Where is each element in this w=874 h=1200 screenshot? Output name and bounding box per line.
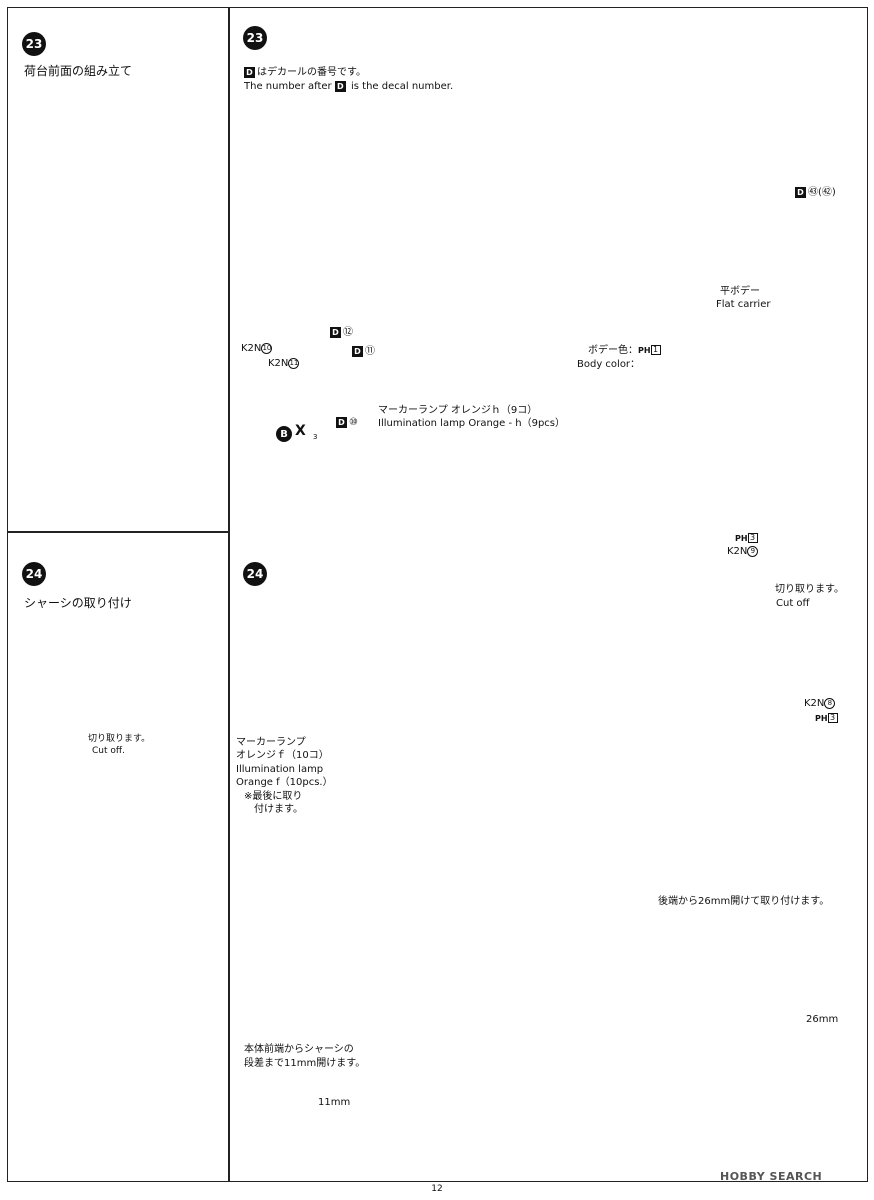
- decal-box-icon: D: [334, 80, 346, 92]
- page-number: 12: [431, 1184, 443, 1194]
- paint-x-mark: X: [295, 423, 306, 439]
- body-color-en: Body color：: [577, 359, 641, 370]
- step-23-left-number: 23: [22, 32, 46, 56]
- page-frame: [7, 7, 868, 1182]
- triangle-number: 3: [313, 433, 318, 441]
- rear-dimension: 26mm: [806, 1014, 839, 1025]
- step-23-number: 23: [243, 26, 267, 50]
- column-divider: [228, 7, 230, 1182]
- marker-f-note2: 付けます。: [254, 804, 303, 815]
- watermark-logo: HOBBY SEARCH: [720, 1170, 823, 1183]
- marker-f-jp2: オレンジｆ（10コ）: [236, 750, 329, 761]
- cutoff-jp: 切り取ります。: [775, 584, 844, 595]
- step-24-left-title: シャーシの取り付け: [24, 596, 132, 610]
- front-note-1: 本体前端からシャーシの: [244, 1044, 354, 1055]
- front-dimension: 11mm: [318, 1097, 351, 1108]
- left-row-divider: [7, 531, 229, 533]
- flat-carrier-en: Flat carrier: [716, 299, 771, 310]
- inset-cut-jp: 切り取ります。: [88, 734, 151, 744]
- front-note-2: 段差まで11mm開けます。: [244, 1058, 366, 1069]
- step-23-left-title: 荷台前面の組み立て: [24, 64, 133, 78]
- marker-f-note1: ※最後に取り: [244, 791, 303, 802]
- flat-carrier-jp: 平ボデー: [720, 286, 760, 297]
- marker-orange-h-jp: マーカーランプ オレンジｈ（9コ）: [378, 405, 538, 416]
- marker-f-en1: Illumination lamp: [236, 764, 324, 775]
- decal-note-en: The number after D is the decal number.: [244, 80, 454, 92]
- step-24-left-number: 24: [22, 562, 46, 586]
- rear-note: 後端から26mm開けて取り付けます。: [658, 896, 830, 907]
- marker-orange-h-en: Illumination lamp Orange - h（9pcs）: [378, 418, 566, 429]
- paint-b-badge: B: [276, 426, 292, 442]
- decal-box-icon: D: [244, 66, 255, 78]
- cutoff-en: Cut off: [776, 598, 810, 609]
- step-24-number: 24: [243, 562, 267, 586]
- k2n-10-label: K2N10: [241, 342, 273, 354]
- marker-f-jp1: マーカーランプ: [236, 737, 306, 748]
- inset-cut-en: Cut off.: [92, 746, 125, 756]
- k2n-11-label: K2N11: [268, 357, 300, 369]
- marker-f-en2: Orange f（10pcs.）: [236, 777, 333, 788]
